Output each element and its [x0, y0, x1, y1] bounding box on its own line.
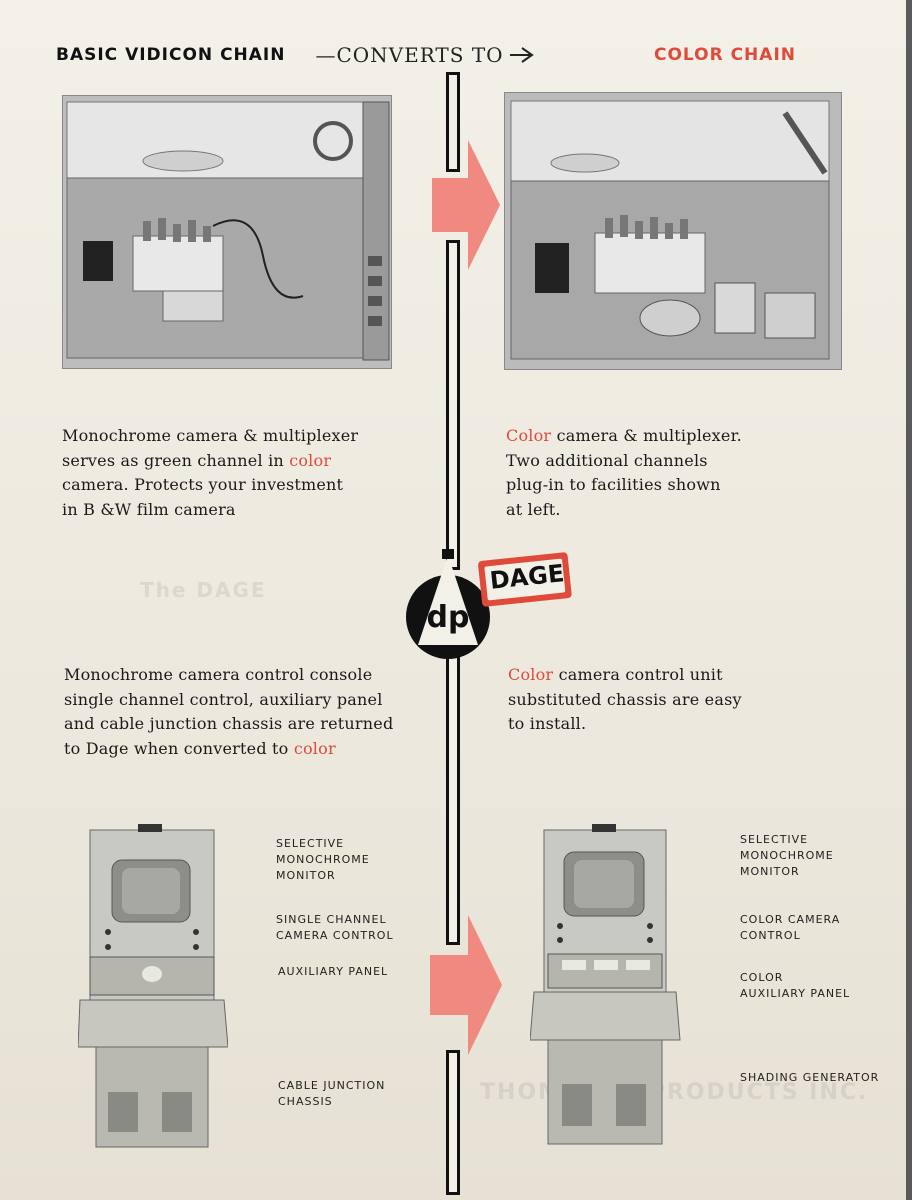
- label-line: CAMERA CONTROL: [276, 929, 394, 942]
- center-divider: [446, 240, 460, 570]
- color-word: Color: [506, 426, 552, 445]
- label-cable-junction-chassis: CABLE JUNCTION CHASSIS: [278, 1078, 385, 1110]
- color-word: color: [293, 738, 336, 758]
- caption-line: plug-in to facilities shown: [506, 475, 721, 494]
- monochrome-console-photo: [78, 824, 228, 1148]
- bleed-through-text: THOMPSON PRODUCTS INC.: [480, 1080, 869, 1105]
- color-word: Color: [508, 665, 554, 684]
- chassis-illustration: [505, 93, 841, 369]
- caption-line: Color camera & multiplexer.: [506, 424, 742, 449]
- caption-color-control: Color camera control unit substituted ch…: [508, 663, 742, 737]
- header-middle-title: —CONVERTS TO: [315, 43, 504, 67]
- label-auxiliary-panel: AUXILIARY PANEL: [278, 964, 388, 980]
- right-arrow-icon: [509, 47, 534, 63]
- color-chassis-photo: [504, 92, 842, 370]
- center-divider: [446, 72, 460, 172]
- caption-line: single channel control, auxiliary panel: [64, 689, 383, 709]
- page-edge: [906, 0, 912, 1200]
- pink-arrow-icon: [430, 915, 502, 1055]
- dage-logo-icon: dp DAGE TRADE MARK: [400, 545, 580, 675]
- monochrome-chassis-photo: [62, 95, 392, 369]
- label-color-camera-control: COLOR CAMERA CONTROL: [740, 912, 840, 944]
- caption-line: Monochrome camera & multiplexer: [62, 426, 359, 445]
- label-shading-generator: SHADING GENERATOR: [740, 1070, 879, 1086]
- caption-line: and cable junction chassis are returned: [64, 714, 394, 733]
- header-right-title: COLOR CHAIN: [653, 45, 796, 65]
- header-left-title: BASIC VIDICON CHAIN: [56, 45, 286, 65]
- label-color-auxiliary-panel: COLOR AUXILIARY PANEL: [740, 970, 850, 1002]
- caption-line: at left.: [506, 499, 561, 519]
- label-line: SHADING GENERATOR: [740, 1071, 880, 1084]
- caption-line: Monochrome camera control console: [64, 665, 373, 684]
- label-line: MONOCHROME: [740, 849, 834, 862]
- label-line: COLOR CAMERA: [740, 913, 841, 926]
- caption-text: camera & multiplexer.: [551, 426, 742, 445]
- page-header: BASIC VIDICON CHAIN —CONVERTS TO COLOR C…: [56, 38, 796, 72]
- caption-line: Color camera control unit: [508, 663, 742, 688]
- caption-color-camera: Color camera & multiplexer. Two addition…: [506, 424, 742, 522]
- color-word: color: [289, 450, 332, 470]
- caption-monochrome-camera: Monochrome camera & multiplexer serves a…: [62, 424, 358, 522]
- label-line: MONITOR: [276, 869, 336, 882]
- label-line: SINGLE CHANNEL: [276, 913, 387, 926]
- label-line: MONITOR: [740, 865, 800, 878]
- label-line: MONOCHROME: [276, 853, 370, 866]
- label-selective-monochrome-monitor: SELECTIVE MONOCHROME MONITOR: [740, 832, 834, 880]
- label-line: AUXILIARY PANEL: [740, 987, 851, 1000]
- chassis-illustration: [63, 96, 391, 368]
- label-line: CONTROL: [740, 929, 801, 942]
- caption-line: camera. Protects your investment: [62, 475, 344, 494]
- label-single-channel-camera-control: SINGLE CHANNEL CAMERA CONTROL: [276, 912, 394, 944]
- caption-line: substituted chassis are easy: [508, 689, 742, 709]
- caption-line: to Dage when converted to color: [64, 737, 393, 762]
- label-line: COLOR: [740, 971, 784, 984]
- caption-monochrome-console: Monochrome camera control console single…: [64, 663, 393, 761]
- caption-line: Two additional channels: [506, 450, 708, 470]
- caption-text: to Dage when converted to: [64, 738, 294, 758]
- logo-graphic: dp: [406, 549, 572, 659]
- caption-text: serves as green channel in: [62, 450, 290, 470]
- pink-arrow-icon: [432, 140, 500, 270]
- caption-line: to install.: [508, 714, 587, 733]
- center-divider: [446, 655, 460, 945]
- logo-trademark: TRADE MARK: [426, 647, 470, 653]
- label-line: CABLE JUNCTION: [278, 1079, 386, 1092]
- label-line: AUXILIARY PANEL: [278, 965, 389, 978]
- center-divider: [446, 1050, 460, 1195]
- bleed-through-text: The DAGE: [140, 578, 267, 602]
- color-console-photo: [530, 824, 681, 1145]
- label-line: CHASSIS: [278, 1095, 333, 1108]
- caption-text: camera control unit: [553, 665, 723, 684]
- caption-line: serves as green channel in color: [62, 449, 358, 474]
- svg-text:dp: dp: [427, 600, 470, 635]
- label-line: SELECTIVE: [276, 837, 345, 850]
- label-line: SELECTIVE: [740, 833, 809, 846]
- caption-line: in B &W film camera: [62, 499, 236, 519]
- label-selective-monochrome-monitor: SELECTIVE MONOCHROME MONITOR: [276, 836, 370, 884]
